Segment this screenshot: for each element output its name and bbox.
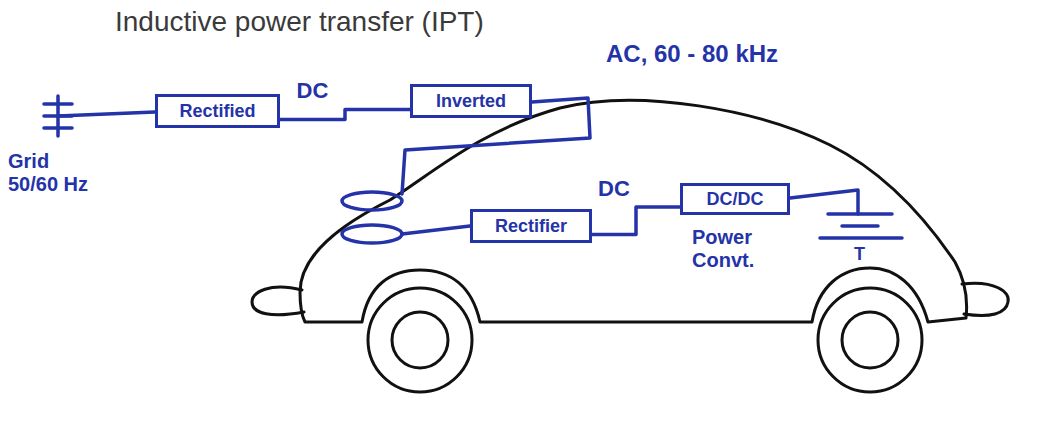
battery-wire <box>790 190 858 214</box>
rear-bumper <box>252 287 304 315</box>
grid-wire <box>58 112 155 116</box>
box-text: Rectifier <box>495 216 567 237</box>
converter-caption: Power Convt. <box>690 226 786 272</box>
box-text: Rectified <box>179 101 255 122</box>
rectifier-box: Rectifier <box>470 209 592 243</box>
front-bumper <box>962 283 1008 315</box>
wire-connector <box>280 110 410 120</box>
rear-hub <box>392 312 448 368</box>
dc-dc-converter-box: DC/DC <box>680 183 790 215</box>
front-hub <box>842 312 898 368</box>
edge-label: DC <box>295 78 331 103</box>
rectifier-box: Rectified <box>155 94 280 128</box>
wire-connector <box>592 207 680 235</box>
terminal-label: T <box>852 244 867 265</box>
box-text: DC/DC <box>707 189 764 210</box>
receiver-coil <box>342 225 402 243</box>
rear-wheel <box>368 288 472 392</box>
battery-symbol <box>820 214 902 238</box>
front-wheel <box>818 288 922 392</box>
grid-label: Grid 50/60 Hz <box>6 150 100 196</box>
box-text: Inverted <box>436 91 506 112</box>
edge-label: DC <box>596 176 632 201</box>
frequency-label: AC, 60 - 80 kHz <box>604 40 780 68</box>
inverter-box: Inverted <box>410 84 532 118</box>
transmitter-coil <box>342 192 402 210</box>
coil-rectifier-wire <box>402 226 470 234</box>
title: Inductive power transfer (IPT) <box>115 6 484 38</box>
